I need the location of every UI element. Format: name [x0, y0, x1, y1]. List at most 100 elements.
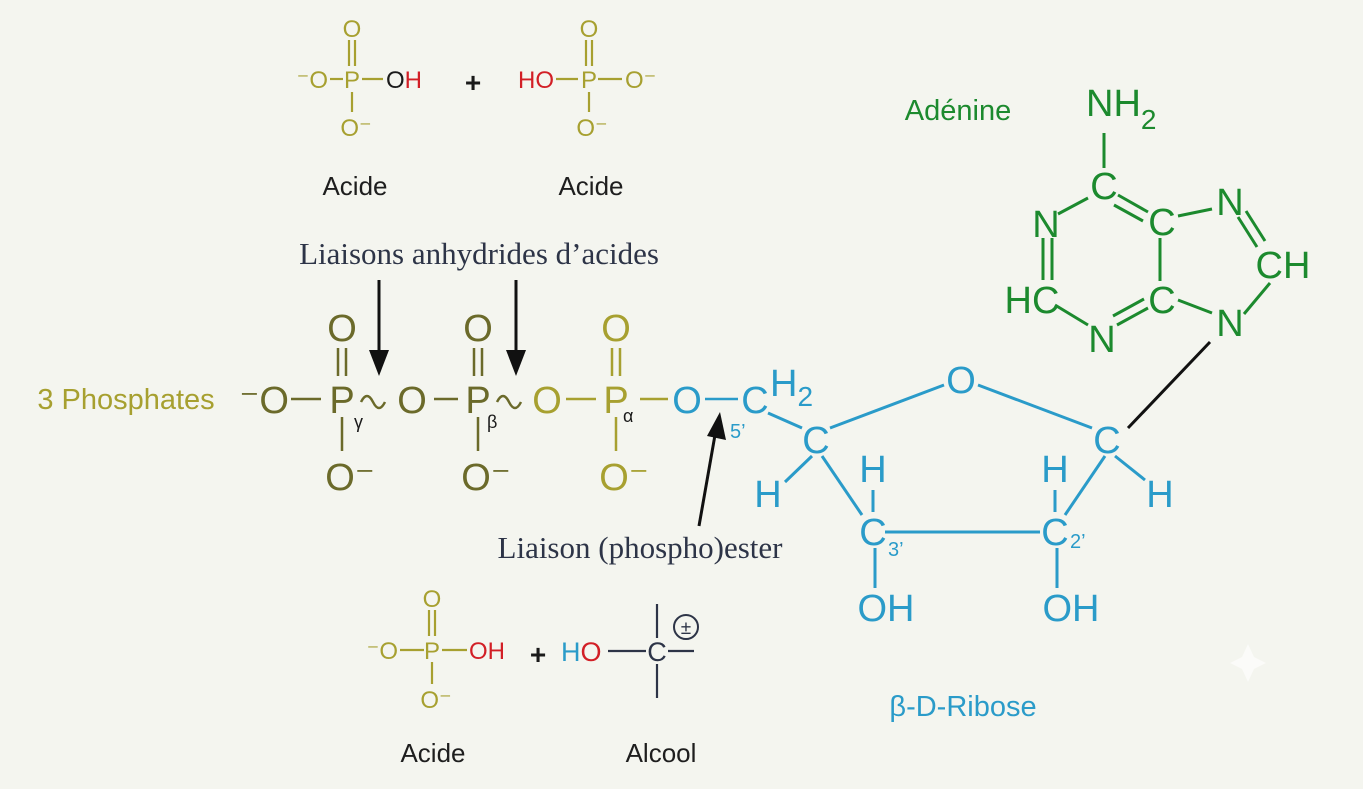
bottom-acid-bonds — [400, 610, 467, 684]
phosphate-gamma-o-top: O — [327, 308, 357, 350]
phosphate-gamma-p: P — [329, 380, 354, 422]
bottom-acid-o-top: O — [423, 586, 442, 613]
phosphate-gamma-sub: γ — [354, 412, 363, 432]
bottom-acid-hydroxyl: OH — [469, 638, 505, 665]
ribose-c4: C — [802, 420, 829, 462]
top-right-acid-caption: Acide — [558, 171, 623, 201]
triphosphate-chain: 3 Phosphates ⁻O O P γ — [37, 308, 738, 499]
adenine-n1: N — [1032, 204, 1059, 246]
phosphate-beta-o-top: O — [463, 308, 493, 350]
ribose-c5: C — [741, 380, 768, 422]
ribose-c5-h-sub: 2 — [797, 381, 813, 412]
adenine-name: Adénine — [905, 95, 1011, 127]
top-left-acid-phosphorus: P — [344, 67, 360, 94]
bottom-acid-o-bottom: O⁻ — [420, 687, 451, 714]
bottom-alcohol-h: H — [561, 637, 581, 667]
bottom-acid-phosphorus: P — [424, 638, 440, 665]
phosphate-alpha-p: P — [603, 380, 628, 422]
adenine-n7: N — [1216, 182, 1243, 224]
adenine-nh: NH — [1086, 83, 1141, 125]
ester-arrow — [697, 412, 726, 527]
adenine-n9: N — [1216, 303, 1243, 345]
phosphates-label: 3 Phosphates — [37, 384, 214, 416]
phosphate-bridge-o-2: O — [532, 380, 562, 422]
adenine-n3: N — [1088, 319, 1115, 361]
ester-bond-label: Liaison (phospho)ester — [498, 530, 784, 565]
adenine-c8: CH — [1256, 245, 1311, 287]
ribose-h2prime: H — [1041, 449, 1068, 491]
ribose-c3: C — [859, 512, 886, 554]
ribose-c5-label: 5’ — [730, 421, 746, 443]
adenine-bonds — [1041, 133, 1272, 327]
anhydride-bonds-label: Liaisons anhydrides d’acides — [299, 236, 659, 271]
ribose-h4: H — [754, 474, 781, 516]
phosphate-alpha-sub: α — [623, 406, 633, 426]
top-right-acid-o-minus: O⁻ — [625, 67, 656, 94]
ribose: C 5’ H2 C H O C H H C 3’ OH H C 2’ OH β-… — [730, 340, 1212, 723]
phosphate-bonds — [291, 348, 738, 451]
bottom-alcohol-hydroxyl: HO — [561, 637, 602, 667]
top-right-acid-bonds — [556, 40, 622, 112]
top-reaction: O ⁻O P OH O⁻ Acide + O HO P O⁻ O⁻ Acide — [297, 16, 657, 201]
adenine-amine: NH2 — [1086, 83, 1156, 135]
bottom-reaction-plus: + — [530, 639, 546, 670]
top-right-acid-o-bottom: O⁻ — [576, 115, 607, 142]
adenine: Adénine NH2 C N HC N C C N CH N — [905, 83, 1311, 361]
adenine-c2: HC — [1005, 280, 1060, 322]
top-left-acid-o-minus: ⁻O — [297, 67, 328, 94]
top-left-acid-hydroxyl: OH — [386, 67, 422, 94]
top-left-acid-oh-o: O — [386, 67, 405, 94]
phosphate-beta-o-bottom: O⁻ — [461, 457, 511, 499]
anhydride-arrow-head-1 — [369, 350, 389, 376]
phosphate-bridge-o-1: O — [397, 380, 427, 422]
ribose-c1: C — [1093, 420, 1120, 462]
top-left-acid-oh-h: H — [405, 67, 422, 94]
bottom-acid-o-minus: ⁻O — [367, 638, 398, 665]
bottom-reaction: O ⁻O P OH O⁻ Acide + HO C ± Alcool — [367, 586, 699, 768]
phosphate-alpha-o-bottom: O⁻ — [599, 457, 649, 499]
phosphate-o-minus-terminal: ⁻O — [239, 380, 289, 422]
adenine-c5: C — [1148, 202, 1175, 244]
top-right-acid-hydroxyl: HO — [518, 67, 554, 94]
phosphate-beta-sub: β — [487, 412, 497, 432]
phosphate-beta-p: P — [465, 380, 490, 422]
top-reaction-plus: + — [465, 67, 481, 98]
partial-charge-circle — [673, 614, 699, 640]
ribose-c2: C — [1041, 512, 1068, 554]
top-left-acid-bonds — [330, 40, 383, 112]
ribose-oh2: OH — [1043, 588, 1100, 630]
ribose-h3: H — [859, 449, 886, 491]
ribose-c3-label: 3’ — [888, 539, 904, 561]
ribose-h1: H — [1146, 474, 1173, 516]
ribose-c5-hydrogens: H2 — [770, 363, 813, 412]
bottom-alcohol-o: O — [581, 637, 602, 667]
top-right-acid-o-top: O — [580, 16, 599, 43]
phosphate-gamma-o-bottom: O⁻ — [325, 457, 375, 499]
ribose-c5-h: H — [770, 363, 797, 405]
ribose-c2-label: 2’ — [1070, 531, 1086, 553]
phosphate-alpha-o-top: O — [601, 308, 631, 350]
bottom-alcohol-carbon: C — [647, 637, 667, 667]
adenine-c4: C — [1148, 280, 1175, 322]
ester-arrow-head — [707, 412, 726, 440]
bottom-alcohol-bonds — [608, 604, 694, 698]
ester-oxygen: O — [672, 380, 702, 422]
ribose-oh3: OH — [858, 588, 915, 630]
adenine-nh-sub: 2 — [1141, 104, 1157, 135]
ribose-ring-oxygen: O — [946, 360, 976, 402]
anhydride-arrow-head-2 — [506, 350, 526, 376]
sparkle-icon — [1230, 644, 1266, 682]
bottom-alcohol-caption: Alcool — [626, 738, 697, 768]
ribose-name: β-D-Ribose — [889, 691, 1036, 723]
glycosidic-bond — [1126, 340, 1212, 430]
top-left-acid-o-bottom: O⁻ — [340, 115, 371, 142]
anhydride-arrows — [369, 280, 526, 376]
partial-charge-symbol: ± — [681, 618, 691, 639]
adenine-c6: C — [1090, 166, 1117, 208]
top-right-acid-phosphorus: P — [581, 67, 597, 94]
top-left-acid-caption: Acide — [322, 171, 387, 201]
ribose-bonds — [767, 383, 1146, 588]
top-left-acid-o-top: O — [343, 16, 362, 43]
